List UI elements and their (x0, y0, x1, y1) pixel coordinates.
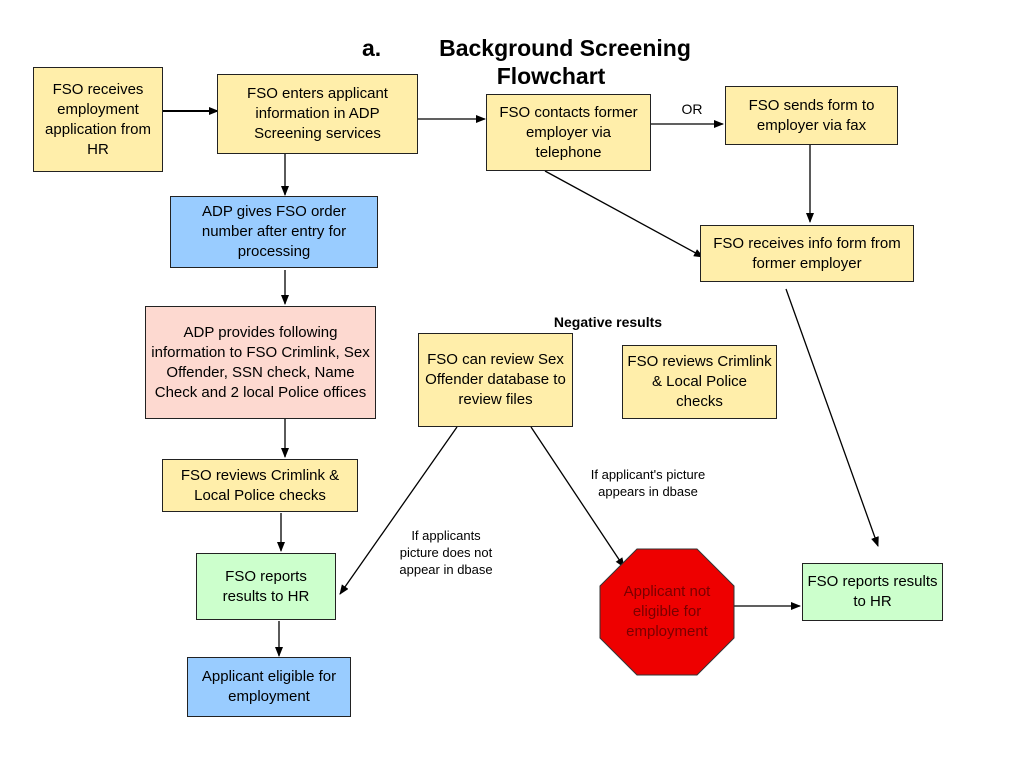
stop-sign-shape (599, 548, 735, 676)
node-reviews-crimlink-left: FSO reviews Crimlink & Local Police chec… (162, 459, 358, 512)
node-eligible: Applicant eligible for employment (187, 657, 351, 717)
node-reviews-crimlink-right: FSO reviews Crimlink & Local Police chec… (622, 345, 777, 419)
node-review-sex-offender: FSO can review Sex Offender database to … (418, 333, 573, 427)
label-picture-not-appear: If applicants picture does not appear in… (399, 528, 493, 577)
node-enters-info: FSO enters applicant information in ADP … (217, 74, 418, 154)
title-line-2: Flowchart (496, 63, 606, 89)
arrow-sexoffender-to-report-left (339, 426, 458, 595)
label-negative-results: Negative results (553, 314, 663, 330)
node-reports-left: FSO reports results to HR (196, 553, 336, 620)
node-adp-provides-info: ADP provides following information to FS… (145, 306, 376, 419)
arrow-receive-to-report-right (785, 288, 879, 547)
label-or: OR (681, 101, 703, 117)
node-sends-fax: FSO sends form to employer via fax (725, 86, 898, 145)
node-adp-order-number: ADP gives FSO order number after entry f… (170, 196, 378, 268)
node-contacts-employer: FSO contacts former employer via telepho… (486, 94, 651, 171)
page-title: a. Background Screening Flowchart (360, 34, 720, 90)
node-receives-info-form: FSO receives info form from former emplo… (700, 225, 914, 282)
title-number: a. (362, 35, 382, 61)
title-line-1: Background Screening (439, 35, 691, 61)
arrow-contact-to-receive (544, 170, 704, 258)
node-receives-application: FSO receives employment application from… (33, 67, 163, 172)
label-picture-appears: If applicant's picture appears in dbase (590, 467, 706, 499)
node-not-eligible: Applicant not eligible for employment (623, 583, 711, 640)
arrow-sexoffender-to-not-eligible (530, 426, 625, 568)
node-reports-right: FSO reports results to HR (802, 563, 943, 621)
